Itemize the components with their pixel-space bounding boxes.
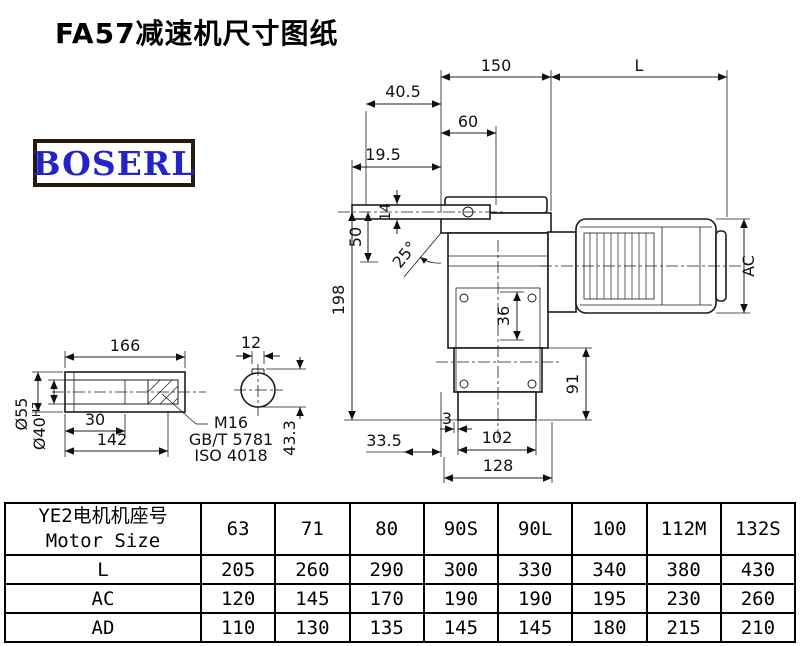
motor-size-label-cn: YE2电机机座号 bbox=[38, 505, 168, 527]
table-cell: 190 bbox=[496, 583, 574, 614]
table-cell: 260 bbox=[274, 554, 351, 585]
table-cell: 230 bbox=[645, 583, 722, 614]
table-row-AC: AC 120 145 170 190 190 195 230 260 bbox=[4, 583, 797, 614]
table-cell: 210 bbox=[719, 612, 797, 643]
table-cell: 145 bbox=[274, 583, 351, 614]
dim-128: 128 bbox=[483, 456, 514, 475]
dim-AC: AC bbox=[739, 255, 758, 277]
dim-3: 3 bbox=[442, 409, 452, 428]
size-col-header: 90S bbox=[422, 502, 500, 556]
dim-142: 142 bbox=[97, 430, 128, 449]
dim-19-5: 19.5 bbox=[365, 145, 401, 164]
dim-14: 14 bbox=[378, 203, 394, 221]
size-col-header: 63 bbox=[199, 502, 277, 556]
dim-30: 30 bbox=[85, 410, 105, 429]
main-view-dimensions: 150 L 40.5 60 19.5 14 50 25° 198 bbox=[329, 56, 758, 483]
dim-91: 91 bbox=[563, 374, 582, 394]
table-cell: 130 bbox=[274, 612, 351, 643]
page-title: FA57减速机尺寸图纸 bbox=[55, 17, 339, 50]
size-col-header: 100 bbox=[571, 502, 648, 556]
table-cell: 380 bbox=[645, 554, 722, 585]
dim-36: 36 bbox=[494, 306, 513, 326]
table-cell: 300 bbox=[422, 554, 500, 585]
dim-40-5: 40.5 bbox=[385, 82, 421, 101]
brand-logo-text: BOSERL bbox=[32, 143, 196, 183]
table-cell: 135 bbox=[348, 612, 425, 643]
row-label: L bbox=[4, 554, 202, 585]
brand-logo: BOSERL bbox=[33, 139, 195, 187]
table-row-L: L 205 260 290 300 330 340 380 430 bbox=[4, 554, 797, 585]
note-m16: M16 bbox=[214, 413, 248, 432]
table-cell: 120 bbox=[199, 583, 277, 614]
table-row-AD: AD 110 130 135 145 145 180 215 210 bbox=[4, 612, 797, 643]
dim-102: 102 bbox=[482, 428, 513, 447]
dim-60: 60 bbox=[458, 112, 478, 131]
table-cell: 145 bbox=[496, 612, 574, 643]
table-cell: 180 bbox=[571, 612, 648, 643]
table-cell: 215 bbox=[645, 612, 722, 643]
dim-dia55: Ø55 bbox=[12, 398, 31, 431]
dim-43-3: 43.3 bbox=[280, 420, 299, 456]
table-cell: 145 bbox=[422, 612, 500, 643]
dim-L: L bbox=[635, 56, 644, 75]
table-cell: 430 bbox=[719, 554, 797, 585]
table-cell: 290 bbox=[348, 554, 425, 585]
table-cell: 170 bbox=[348, 583, 425, 614]
table-cell: 260 bbox=[719, 583, 797, 614]
motor-size-header-cell: YE2电机机座号 Motor Size bbox=[4, 502, 202, 556]
dim-angle-25: 25° bbox=[388, 238, 420, 272]
size-col-header: 112M bbox=[645, 502, 722, 556]
motor-size-label-en: Motor Size bbox=[45, 530, 161, 552]
row-label: AD bbox=[4, 612, 202, 643]
dim-50: 50 bbox=[346, 227, 365, 247]
table-row-header: YE2电机机座号 Motor Size 63 71 80 90S 90L 100… bbox=[4, 502, 797, 556]
size-col-header: 71 bbox=[274, 502, 351, 556]
motor-dimension-table: YE2电机机座号 Motor Size 63 71 80 90S 90L 100… bbox=[4, 502, 797, 643]
main-view-geometry bbox=[338, 196, 744, 438]
row-label: AC bbox=[4, 583, 202, 614]
size-col-header: 90L bbox=[496, 502, 574, 556]
dim-33-5: 33.5 bbox=[366, 431, 402, 450]
dim-dia40-h7: Ø40H7 bbox=[30, 402, 49, 450]
size-col-header: 132S bbox=[719, 502, 797, 556]
note-iso-4018: ISO 4018 bbox=[194, 446, 267, 465]
dim-198: 198 bbox=[329, 285, 348, 316]
size-col-header: 80 bbox=[348, 502, 425, 556]
table-cell: 340 bbox=[571, 554, 648, 585]
table-cell: 110 bbox=[199, 612, 277, 643]
hollow-shaft-view: 166 30 142 Ø55 Ø40H7 M16 GB/T 5 bbox=[12, 336, 273, 465]
table-cell: 205 bbox=[199, 554, 277, 585]
shaft-section-view: 12 43.3 bbox=[234, 333, 306, 456]
dim-150: 150 bbox=[481, 56, 512, 75]
technical-drawing: 150 L 40.5 60 19.5 14 50 25° 198 bbox=[12, 56, 758, 483]
table-cell: 330 bbox=[496, 554, 574, 585]
dim-166: 166 bbox=[110, 336, 141, 355]
table-cell: 190 bbox=[422, 583, 500, 614]
note-gbt-5781: GB/T 5781 bbox=[189, 430, 273, 449]
table-cell: 195 bbox=[571, 583, 648, 614]
dim-12: 12 bbox=[241, 333, 261, 352]
